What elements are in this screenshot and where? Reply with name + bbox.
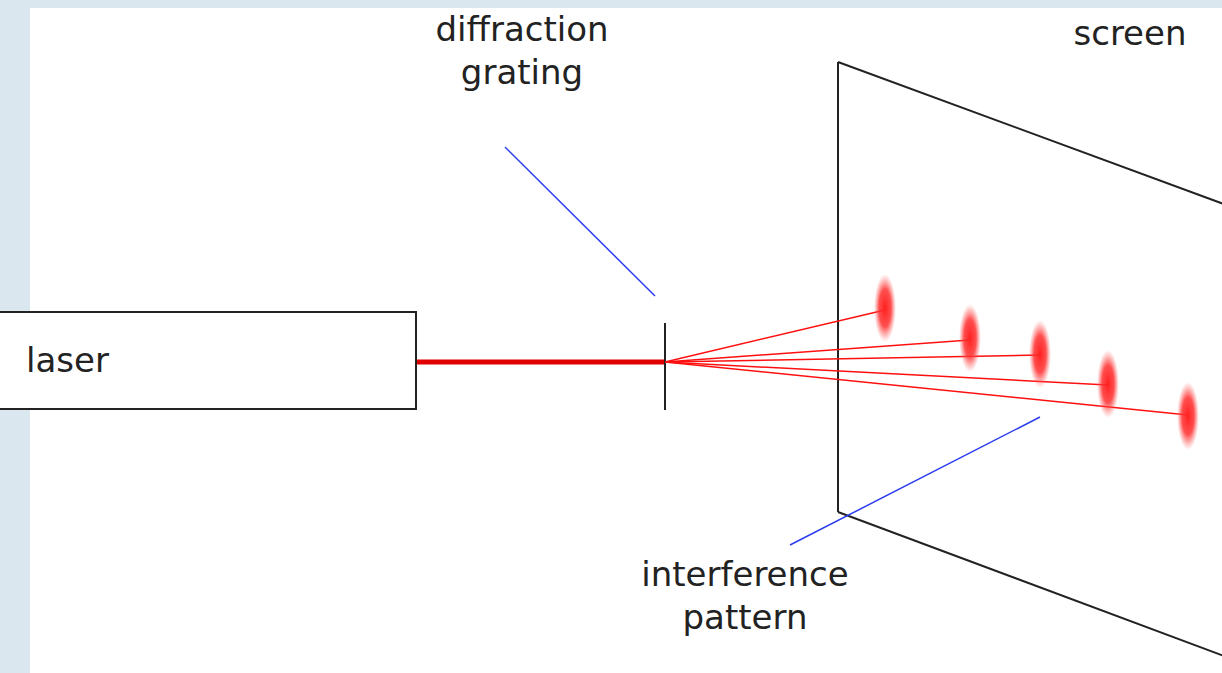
screen-outline [838,62,1222,662]
grating-label: diffraction grating [382,8,662,93]
node-text: laser [26,339,109,382]
pattern-label: interference pattern [595,553,895,638]
laser-box: laser [0,311,417,410]
leader-lines [505,147,1040,545]
grating-line [664,323,666,410]
interference-spots [874,274,1199,450]
screen-label: screen [1045,12,1215,55]
laser-beam [417,360,665,365]
